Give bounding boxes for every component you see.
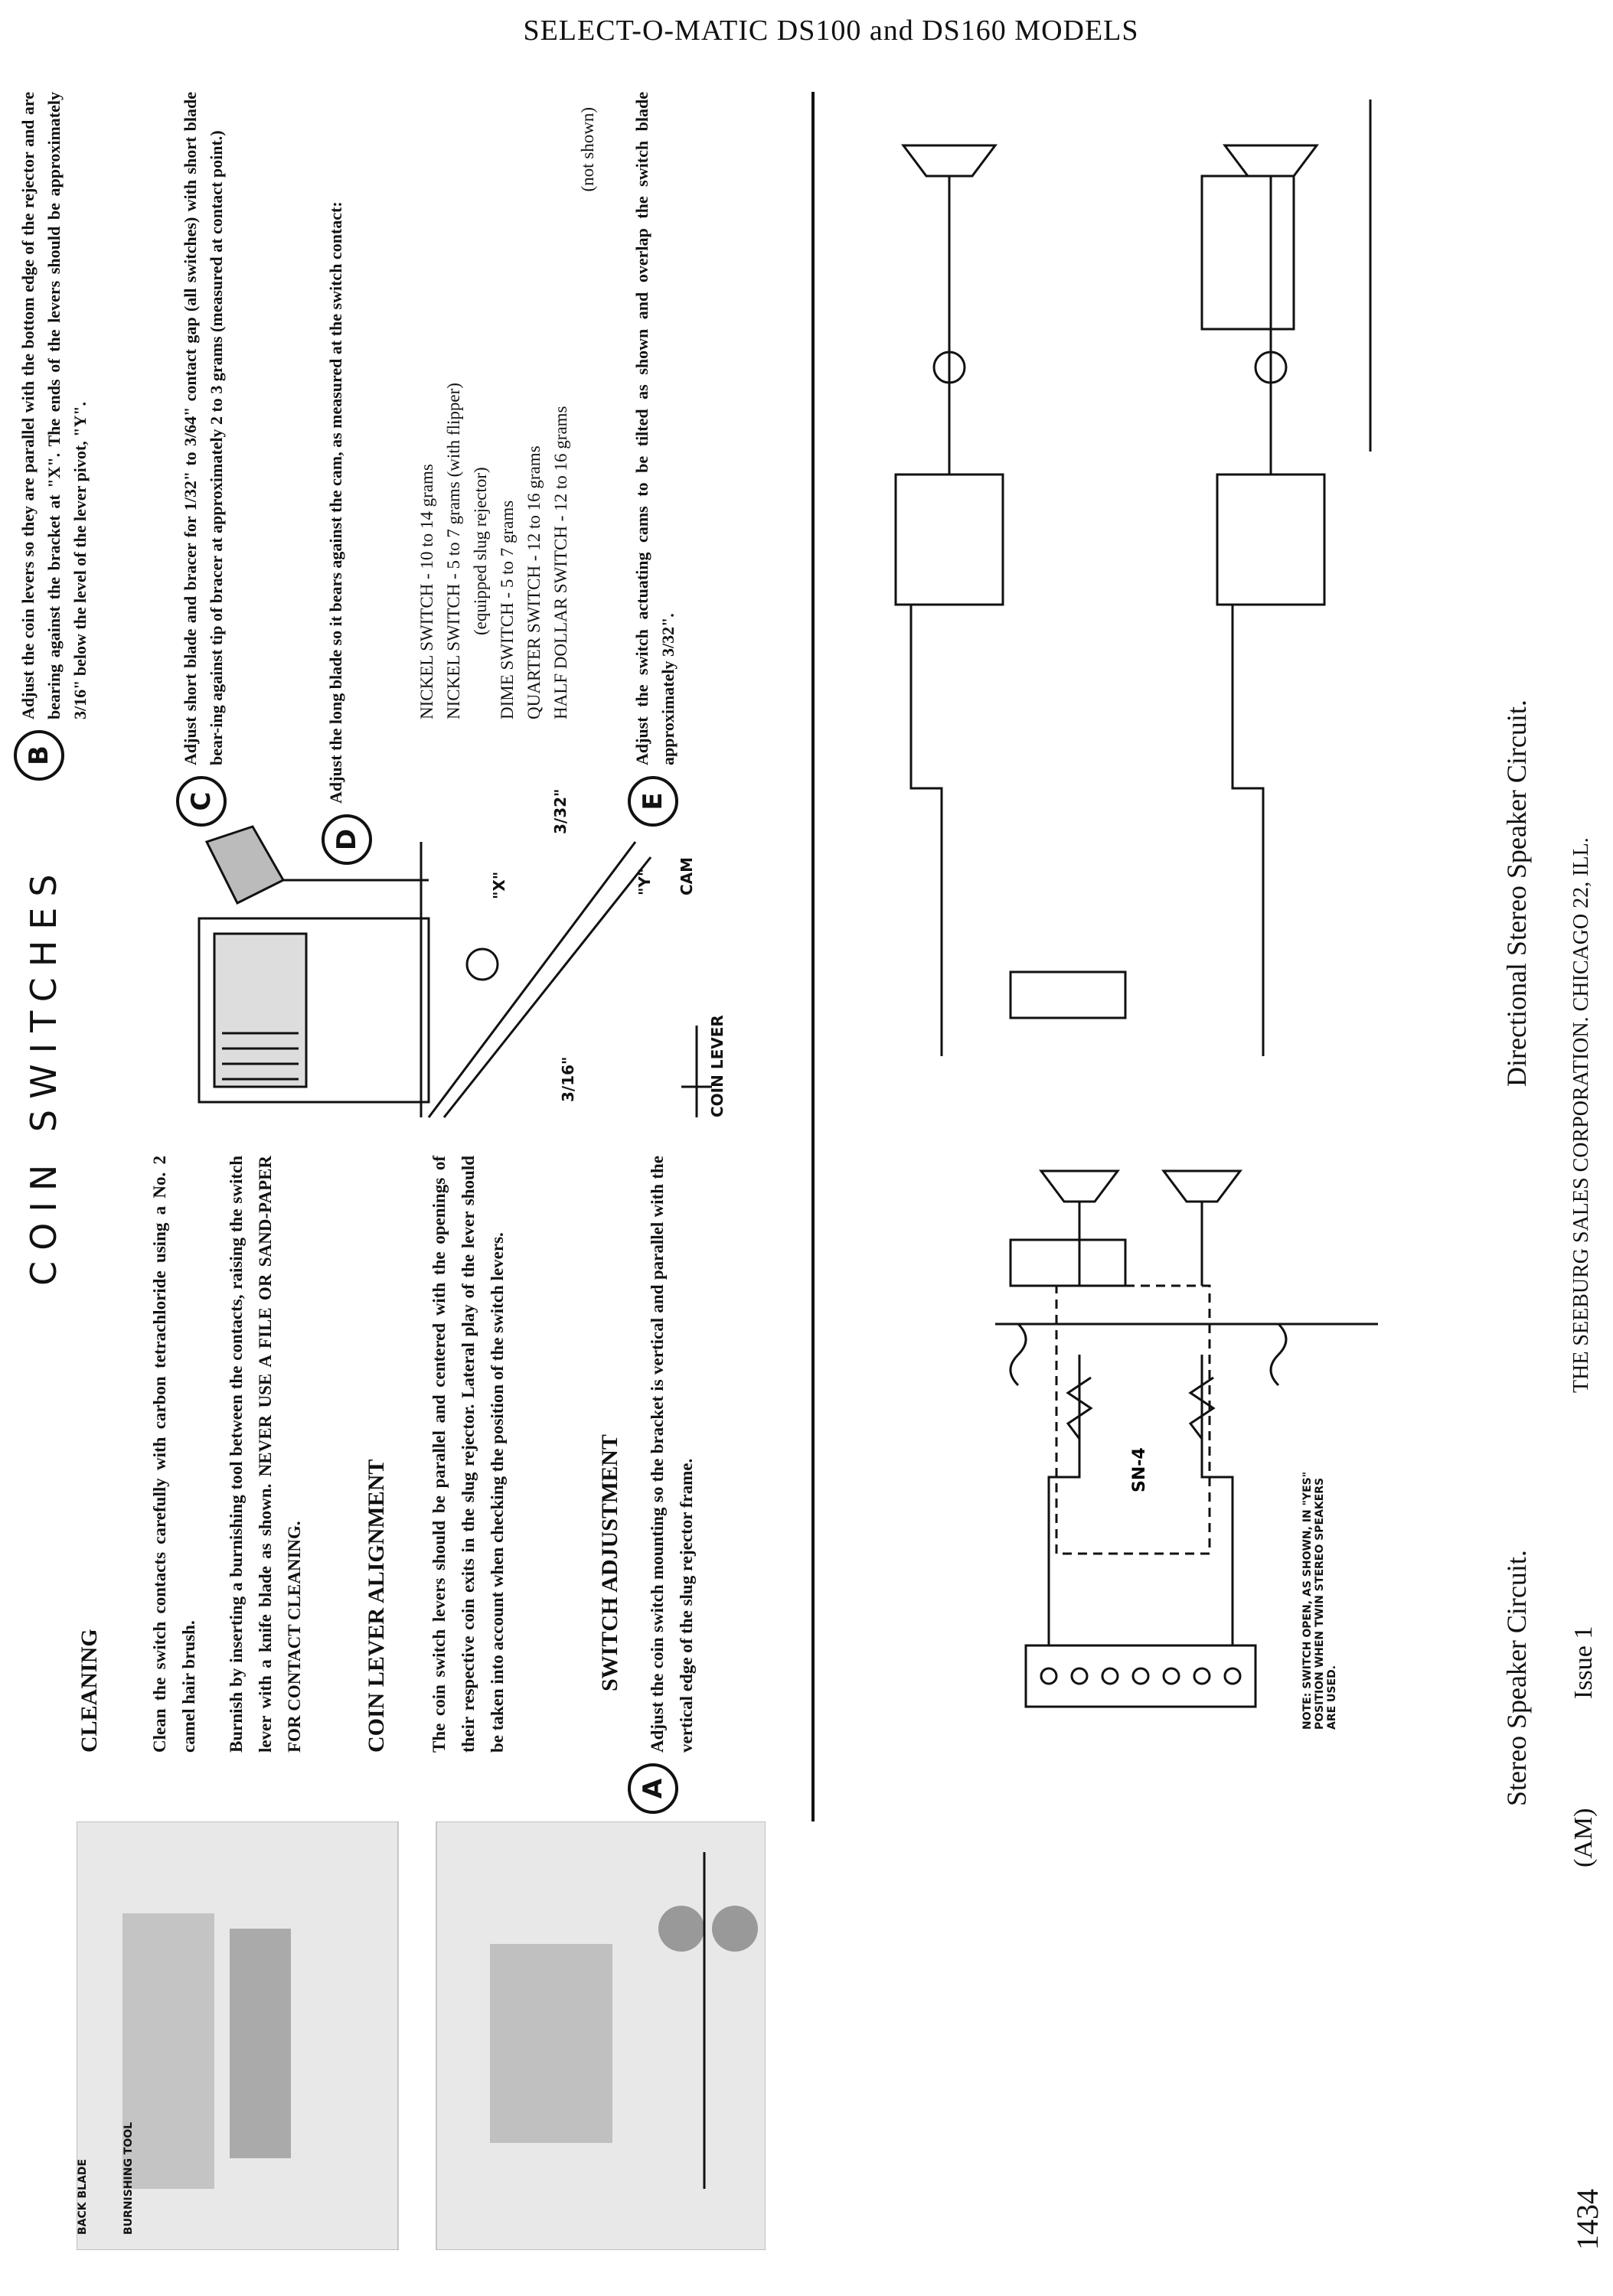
cleaning-text: Clean the switch contacts carefully with… [150, 1156, 198, 1753]
step-d-text: Adjust the long blade so it bears agains… [326, 201, 345, 804]
stereo-note: NOTE: SWITCH OPEN, AS SHOWN, IN "YES" PO… [1301, 1471, 1338, 1730]
grams-item: QUARTER SWITCH - 12 to 16 grams [524, 445, 544, 719]
stereo-diagram: SN-4 [1024, 1169, 1257, 1708]
footer-am: (AM) [1569, 1808, 1598, 1867]
bubble-a: A [628, 1763, 678, 1814]
adjust-heading: SWITCH ADJUSTMENT [597, 1434, 622, 1691]
bubble-b: B [14, 730, 64, 781]
sn-label: SN-4 [1130, 1447, 1149, 1492]
directional-caption: Directional Stereo Speaker Circuit. [1501, 700, 1532, 1087]
lever-text: The coin switch levers should be paralle… [429, 1156, 507, 1753]
grams-item: NICKEL SWITCH - 10 to 14 grams [417, 464, 436, 719]
section-divider [811, 92, 815, 1821]
step-a-text: Adjust the coin switch mounting so the b… [648, 1156, 696, 1753]
header-title: SELECT-O-MATIC DS100 and DS160 MODELS [523, 15, 1139, 47]
tool-label: BURNISHING TOOL [122, 2122, 135, 2235]
burnish-text: Burnish by inserting a burnishing tool b… [227, 1156, 304, 1753]
back-blade-label: BACK BLADE [77, 2158, 89, 2235]
burnishing-photo [77, 1821, 766, 2250]
fig-x-label: "X" [490, 871, 508, 899]
stereo-caption: Stereo Speaker Circuit. [1501, 1550, 1532, 1806]
cleaning-heading: CLEANING [77, 1629, 102, 1753]
rotated-page: COIN SWITCHES CLEANING Clean the switch … [0, 61, 1613, 2281]
page-header: SELECT-O-MATIC DS100 and DS160 MODELS [0, 14, 1613, 47]
page-content: COIN SWITCHES CLEANING Clean the switch … [0, 61, 1613, 2281]
directional-diagram [894, 99, 1378, 1387]
grams-list: NICKEL SWITCH - 10 to 14 grams NICKEL SW… [413, 92, 601, 719]
footer-company: THE SEEBURG SALES CORPORATION. CHICAGO 2… [1569, 837, 1593, 1393]
step-e-text: Adjust the switch actuating cams to be t… [632, 92, 678, 765]
grams-item: HALF DOLLAR SWITCH - 12 to 16 grams [551, 406, 570, 720]
coin-switch-figure [198, 825, 712, 1118]
fig-lever-label: COIN LEVER [708, 1015, 727, 1117]
grams-item: (equipped slug rejector) [471, 467, 490, 635]
fig-dim2-label: 3/32" [551, 788, 570, 834]
grams-item: NICKEL SWITCH - 5 to 7 grams (with flipp… [444, 383, 463, 719]
footer-issue: Issue 1 [1569, 1626, 1598, 1699]
grams-item: DIME SWITCH - 5 to 7 grams [498, 500, 517, 719]
grams-item: (not shown) [578, 107, 597, 192]
step-c-text: Adjust short blade and bracer for 1/32" … [181, 92, 226, 765]
coin-switches-title: COIN SWITCHES [23, 863, 64, 1286]
fig-dim1-label: 3/16" [559, 1056, 577, 1102]
step-b-text: Adjust the coin levers so they are paral… [18, 92, 90, 719]
footer-number: 1434 [1570, 2189, 1605, 2250]
lever-heading: COIN LEVER ALIGNMENT [364, 1459, 389, 1753]
fig-y-label: "Y" [635, 868, 654, 895]
fig-cam-label: CAM [678, 856, 696, 895]
